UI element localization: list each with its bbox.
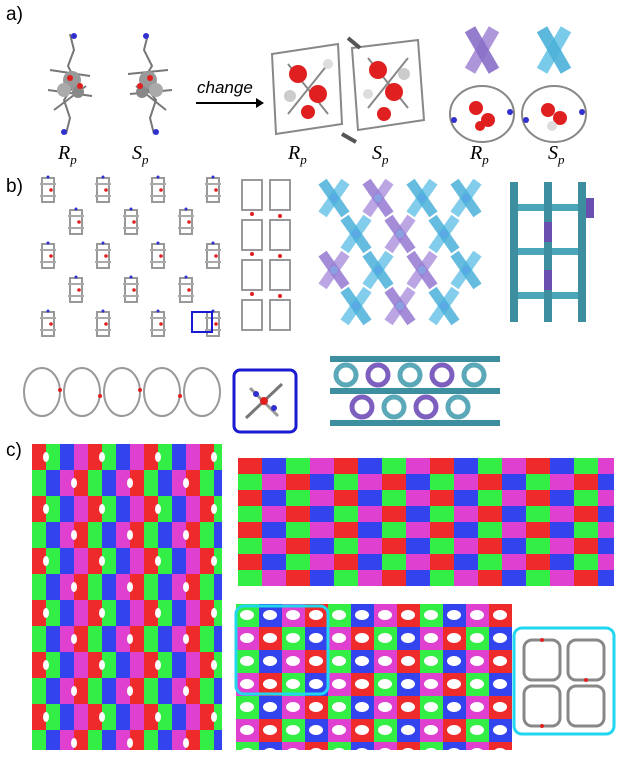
panel-label-b: b) <box>6 176 23 198</box>
arrow-icon <box>194 96 264 110</box>
column-packing-image <box>236 176 298 336</box>
sp-molecule-image <box>120 30 180 138</box>
label-sp-middle: Sp <box>372 142 389 168</box>
crystal-packing-image <box>28 176 228 346</box>
label-rp-right: Rp <box>470 142 489 168</box>
panel-label-a: a) <box>6 4 23 26</box>
zoom-inset <box>232 368 298 434</box>
panel-label-c: c) <box>6 440 22 462</box>
label-rp-left: Rp <box>58 142 77 168</box>
gray-inset-image <box>512 626 616 736</box>
cylinder-row-image <box>20 360 230 424</box>
change-label: change <box>197 78 253 98</box>
packing-rings-image <box>236 604 512 750</box>
rp-molecule-image <box>40 30 100 138</box>
rod-packing-schematic <box>316 176 496 326</box>
packing-tall-image <box>32 444 222 750</box>
label-rp-middle: Rp <box>288 142 307 168</box>
ring-frame-schematic <box>330 348 500 434</box>
label-sp-left: Sp <box>132 142 149 168</box>
frame-schematic <box>506 178 606 326</box>
rod-cage-images <box>444 24 594 148</box>
packing-wide-image <box>238 458 614 586</box>
rp-sp-assembly-image <box>268 34 428 144</box>
label-sp-right: Sp <box>548 142 565 168</box>
